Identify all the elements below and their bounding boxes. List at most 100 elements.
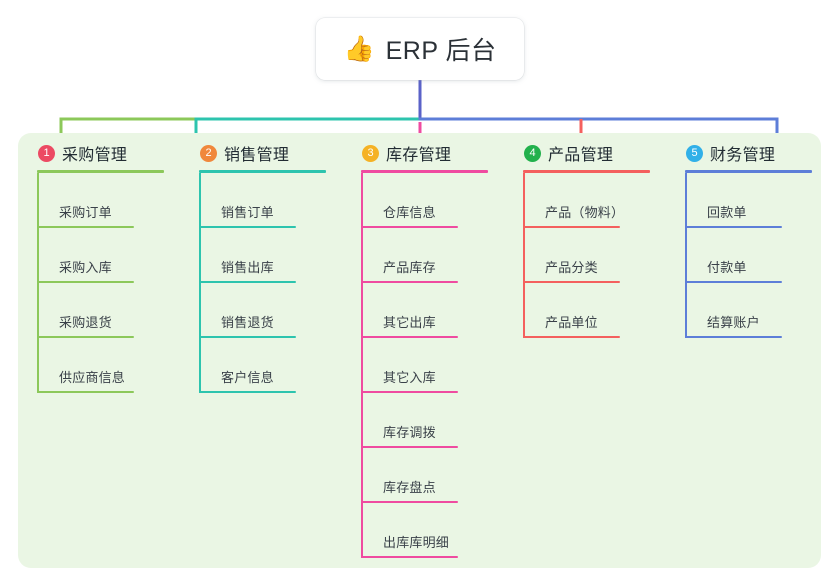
column-rule-3 <box>361 170 488 173</box>
leaf-list-1: 采购订单 采购入库 采购退货 供应商信息 <box>37 173 199 393</box>
column-badge-1: 1 <box>38 144 55 162</box>
leaf-rule <box>37 336 134 338</box>
leaf-list-4: 产品（物料） 产品分类 产品单位 <box>523 173 685 338</box>
list-item[interactable]: 采购入库 <box>37 228 199 283</box>
column-rule-4 <box>523 170 650 173</box>
list-item[interactable]: 仓库信息 <box>361 173 523 228</box>
column-spine-4 <box>523 173 525 338</box>
leaf-rule <box>199 391 296 393</box>
leaf-rule <box>361 281 458 283</box>
leaf-label: 结算账户 <box>707 315 760 330</box>
column-procurement: 1 采购管理 采购订单 采购入库 采购退货 供应 <box>37 133 199 568</box>
column-rule-2 <box>199 170 326 173</box>
list-item[interactable]: 产品分类 <box>523 228 685 283</box>
column-spine-2 <box>199 173 201 393</box>
leaf-label: 采购订单 <box>59 205 112 220</box>
list-item[interactable]: 产品单位 <box>523 283 685 338</box>
column-badge-5: 5 <box>686 144 703 162</box>
column-header-2[interactable]: 2 销售管理 <box>199 133 361 173</box>
column-header-4[interactable]: 4 产品管理 <box>523 133 685 173</box>
leaf-label: 采购入库 <box>59 260 112 275</box>
leaf-rule <box>37 226 134 228</box>
column-title-4: 产品管理 <box>548 147 614 164</box>
column-badge-4: 4 <box>524 144 541 162</box>
thumbs-up-icon: 👍 <box>343 34 375 63</box>
column-title-1: 采购管理 <box>62 147 128 164</box>
list-item[interactable]: 回款单 <box>685 173 839 228</box>
column-title-3: 库存管理 <box>386 147 452 164</box>
column-inventory: 3 库存管理 仓库信息 产品库存 其它出库 其它 <box>361 133 523 568</box>
column-badge-3: 3 <box>362 144 379 162</box>
leaf-rule <box>199 281 296 283</box>
list-item[interactable]: 库存盘点 <box>361 448 523 503</box>
leaf-label: 其它入库 <box>383 370 436 385</box>
leaf-label: 供应商信息 <box>59 370 126 385</box>
leaf-label: 回款单 <box>707 205 747 220</box>
column-rule-5 <box>685 170 812 173</box>
list-item[interactable]: 销售订单 <box>199 173 361 228</box>
leaf-rule <box>361 226 458 228</box>
leaf-label: 其它出库 <box>383 315 436 330</box>
column-spine-1 <box>37 173 39 393</box>
leaf-rule <box>199 336 296 338</box>
content-panel <box>18 133 821 568</box>
list-item[interactable]: 采购订单 <box>37 173 199 228</box>
root-node-content: 👍 ERP 后台 <box>343 31 496 67</box>
column-header-1[interactable]: 1 采购管理 <box>37 133 199 173</box>
leaf-label: 产品分类 <box>545 260 598 275</box>
list-item[interactable]: 客户信息 <box>199 338 361 393</box>
leaf-list-3: 仓库信息 产品库存 其它出库 其它入库 库存调拨 <box>361 173 523 558</box>
column-header-5[interactable]: 5 财务管理 <box>685 133 839 173</box>
leaf-rule <box>361 336 458 338</box>
leaf-rule <box>523 226 620 228</box>
leaf-rule <box>199 226 296 228</box>
leaf-label: 销售订单 <box>221 205 274 220</box>
column-finance: 5 财务管理 回款单 付款单 结算账户 <box>685 133 839 568</box>
list-item[interactable]: 产品（物料） <box>523 173 685 228</box>
page-title: ERP 后台 <box>385 37 497 65</box>
list-item[interactable]: 付款单 <box>685 228 839 283</box>
leaf-label: 销售出库 <box>221 260 274 275</box>
columns-container: 1 采购管理 采购订单 采购入库 采购退货 供应 <box>18 133 821 568</box>
leaf-label: 付款单 <box>707 260 747 275</box>
leaf-label: 销售退货 <box>221 315 274 330</box>
leaf-label: 产品单位 <box>545 315 598 330</box>
leaf-label: 库存调拨 <box>383 425 436 440</box>
leaf-rule <box>523 281 620 283</box>
leaf-list-2: 销售订单 销售出库 销售退货 客户信息 <box>199 173 361 393</box>
list-item[interactable]: 产品库存 <box>361 228 523 283</box>
leaf-rule <box>361 391 458 393</box>
list-item[interactable]: 其它入库 <box>361 338 523 393</box>
leaf-label: 产品（物料） <box>545 205 625 220</box>
list-item[interactable]: 出库库明细 <box>361 503 523 558</box>
list-item[interactable]: 销售退货 <box>199 283 361 338</box>
leaf-rule <box>523 336 620 338</box>
column-sales: 2 销售管理 销售订单 销售出库 销售退货 客户 <box>199 133 361 568</box>
leaf-label: 出库库明细 <box>383 535 450 550</box>
leaf-label: 产品库存 <box>383 260 436 275</box>
column-title-5: 财务管理 <box>710 147 776 164</box>
leaf-rule <box>685 336 782 338</box>
list-item[interactable]: 库存调拨 <box>361 393 523 448</box>
leaf-rule <box>37 281 134 283</box>
leaf-label: 仓库信息 <box>383 205 436 220</box>
list-item[interactable]: 供应商信息 <box>37 338 199 393</box>
column-title-2: 销售管理 <box>224 147 290 164</box>
root-node-card[interactable]: 👍 ERP 后台 <box>316 18 524 80</box>
leaf-rule <box>361 556 458 558</box>
column-spine-3 <box>361 173 363 558</box>
leaf-rule <box>685 226 782 228</box>
leaf-rule <box>361 501 458 503</box>
leaf-list-5: 回款单 付款单 结算账户 <box>685 173 839 338</box>
column-product: 4 产品管理 产品（物料） 产品分类 产品单位 <box>523 133 685 568</box>
column-spine-5 <box>685 173 687 338</box>
list-item[interactable]: 销售出库 <box>199 228 361 283</box>
column-header-3[interactable]: 3 库存管理 <box>361 133 523 173</box>
leaf-label: 库存盘点 <box>383 480 436 495</box>
list-item[interactable]: 结算账户 <box>685 283 839 338</box>
list-item[interactable]: 其它出库 <box>361 283 523 338</box>
column-rule-1 <box>37 170 164 173</box>
list-item[interactable]: 采购退货 <box>37 283 199 338</box>
leaf-rule <box>361 446 458 448</box>
